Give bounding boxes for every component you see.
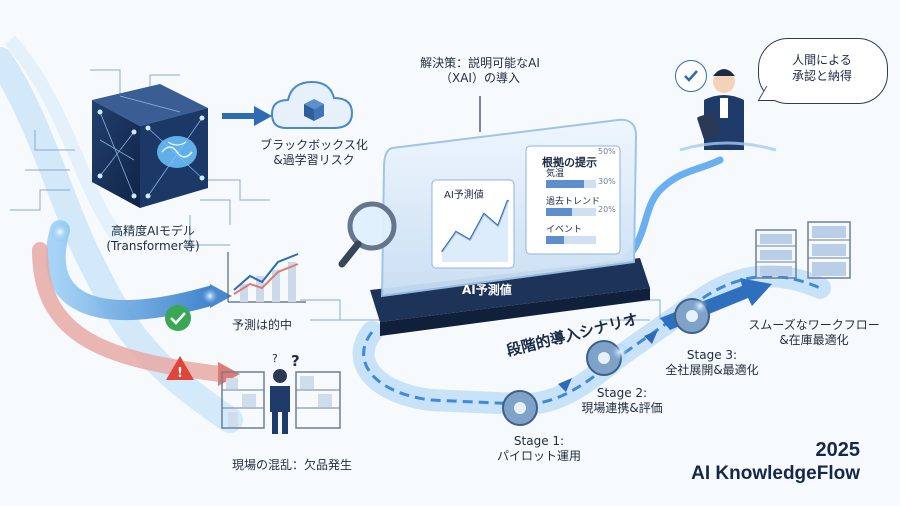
- workflow-label: スムーズなワークフロー &在庫最適化: [748, 318, 880, 347]
- ai-forecast-card: [431, 179, 515, 269]
- warehouse-shelf-icon-right: [295, 371, 341, 429]
- factor-2-label: 過去トレンド: [546, 195, 600, 207]
- chart-card-label: AI予測値: [444, 188, 484, 201]
- gear-icon-stage1: [502, 390, 538, 426]
- human-approval-text: 人間による 承認と納得: [791, 53, 852, 83]
- device-base-label: AI予測値: [462, 282, 512, 297]
- arrow-to-chaos: [218, 362, 240, 386]
- warehouse-shelf-icon-left: [221, 371, 265, 429]
- basis-card: [525, 145, 621, 255]
- xai-label: 解決策：説明可能なAI （XAI）の導入: [420, 56, 540, 85]
- factor-3-pct: 20%: [598, 205, 616, 214]
- warehouse-shelf-icon-top-right: [755, 221, 851, 279]
- circuit-traces: [10, 69, 661, 321]
- basis-title: 根拠の提示: [542, 155, 597, 169]
- stage-3-label: Stage 3: 全社展開&最適化: [665, 348, 759, 377]
- glow-particles: [50, 222, 708, 361]
- cloud-cube-icon: [270, 80, 354, 129]
- warning-icon: !: [166, 356, 194, 381]
- factor-2-pct: 30%: [598, 177, 616, 186]
- stage-arrows: [558, 330, 658, 392]
- tablet-icon: [697, 112, 721, 140]
- stage-2-label: Stage 2: 現場連携&評価: [581, 386, 663, 415]
- scenario-path-dashes: [362, 274, 821, 406]
- factor-1-pct: 50%: [598, 147, 616, 156]
- brand-block: 2025 AI KnowledgeFlow: [691, 438, 860, 486]
- svg-text:!: !: [177, 366, 183, 381]
- brand-year: 2025: [815, 439, 861, 461]
- flow-curve-upper: [45, 220, 220, 320]
- chaos-label: 現場の混乱：欠品発生: [231, 458, 352, 472]
- factor-3-label: イベント: [546, 225, 582, 235]
- svg-text:?: ?: [272, 352, 278, 365]
- magnifier-icon: [338, 201, 397, 268]
- brain-icon: [157, 136, 197, 168]
- brand-name: AI KnowledgeFlow: [691, 463, 860, 484]
- model-label: 高精度AIモデル (Transformer等): [106, 224, 200, 253]
- stage-1-label: Stage 1: パイロット運用: [496, 434, 581, 463]
- blackbox-label: ブラックボックス化 &過学習リスク: [260, 138, 368, 167]
- confused-worker-icon: ? ?: [270, 352, 300, 434]
- approval-check-icon: [675, 60, 707, 92]
- neural-cube-icon: [92, 84, 208, 208]
- svg-text:?: ?: [291, 352, 300, 370]
- forecast-hit-label: 予測は的中: [231, 318, 292, 332]
- arrow-to-forecast: [210, 284, 232, 308]
- factor-1-label: 気温: [546, 167, 564, 179]
- speech-bubble: [758, 38, 888, 104]
- check-icon: [165, 305, 191, 331]
- forecast-chart-icon: [227, 252, 306, 303]
